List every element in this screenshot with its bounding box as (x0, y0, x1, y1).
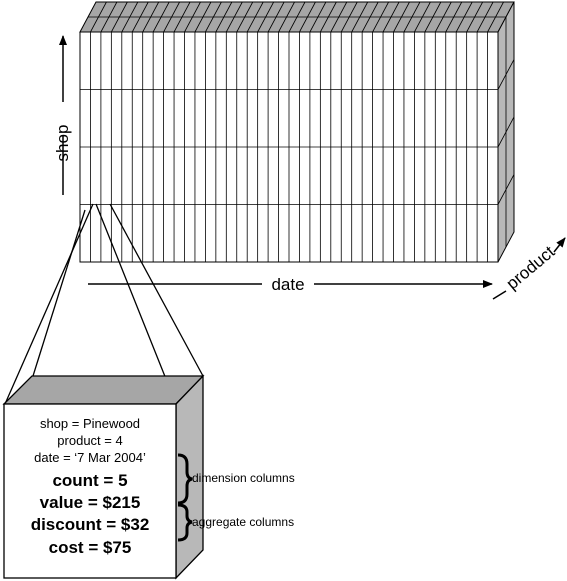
cell-date-text: date = ‘7 Mar 2004’ (34, 450, 146, 465)
cell-shop-text: shop = Pinewood (40, 416, 140, 431)
cell-cost-text: cost = $75 (49, 538, 132, 557)
aggregate-brace-mark (177, 503, 193, 542)
dimension-brace-mark (177, 453, 193, 505)
dimension-brace: dimension columns (177, 453, 295, 505)
cell-discount-text: discount = $32 (31, 515, 150, 534)
zoom-line-right (95, 203, 177, 405)
zoom-line-back-left (32, 209, 86, 377)
cell-top-face (2, 375, 205, 405)
date-axis-label: date (271, 275, 304, 294)
zoom-line-back (109, 203, 204, 377)
aggregate-brace: aggregate columns (177, 503, 294, 542)
cell-front-face (3, 403, 177, 579)
zoom-lines (4, 203, 204, 405)
cell-value-text: value = $215 (40, 493, 141, 512)
data-cube (79, 1, 515, 263)
product-axis-label: product (503, 242, 559, 293)
cell-detail-box: shop = Pinewood product = 4 date = ‘7 Ma… (2, 374, 205, 580)
date-axis: date (88, 275, 493, 294)
cell-product-text: product = 4 (57, 433, 122, 448)
cell-count-text: count = 5 (52, 471, 127, 490)
shop-axis-label: shop (53, 125, 72, 162)
dimension-columns-label: dimension columns (192, 471, 295, 485)
aggregate-columns-label: aggregate columns (192, 515, 294, 529)
cube-grid (80, 1, 515, 262)
shop-axis: shop (53, 35, 72, 195)
zoom-line-left (4, 203, 94, 405)
